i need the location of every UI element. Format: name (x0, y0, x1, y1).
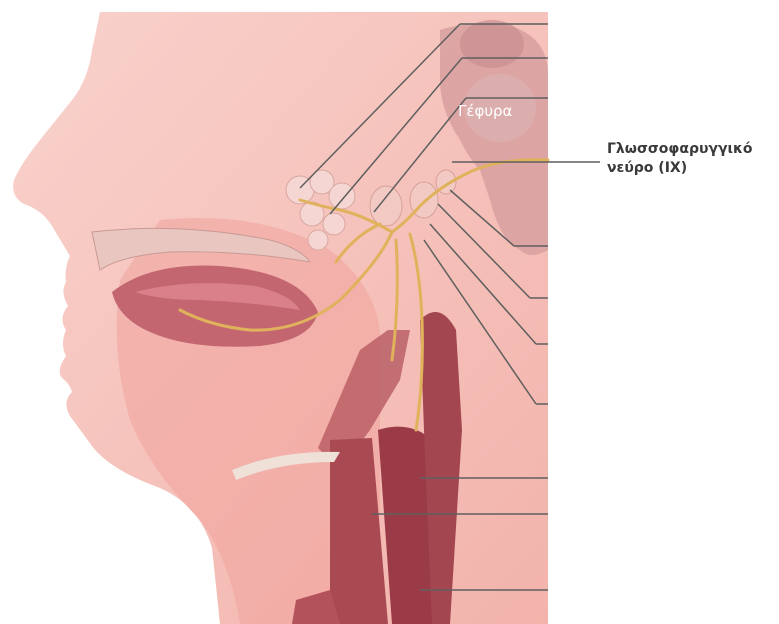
nerve-label-line1: Γλωσσοφαρυγγικό (607, 140, 753, 159)
brainstem-upper (460, 20, 524, 68)
glossopharyngeal-nerve-label: Γλωσσοφαρυγγικό νεύρο (IX) (607, 140, 753, 178)
pons-label: Γέφυρα (458, 102, 513, 120)
nerve-label-line2: νεύρο (IX) (607, 159, 753, 178)
